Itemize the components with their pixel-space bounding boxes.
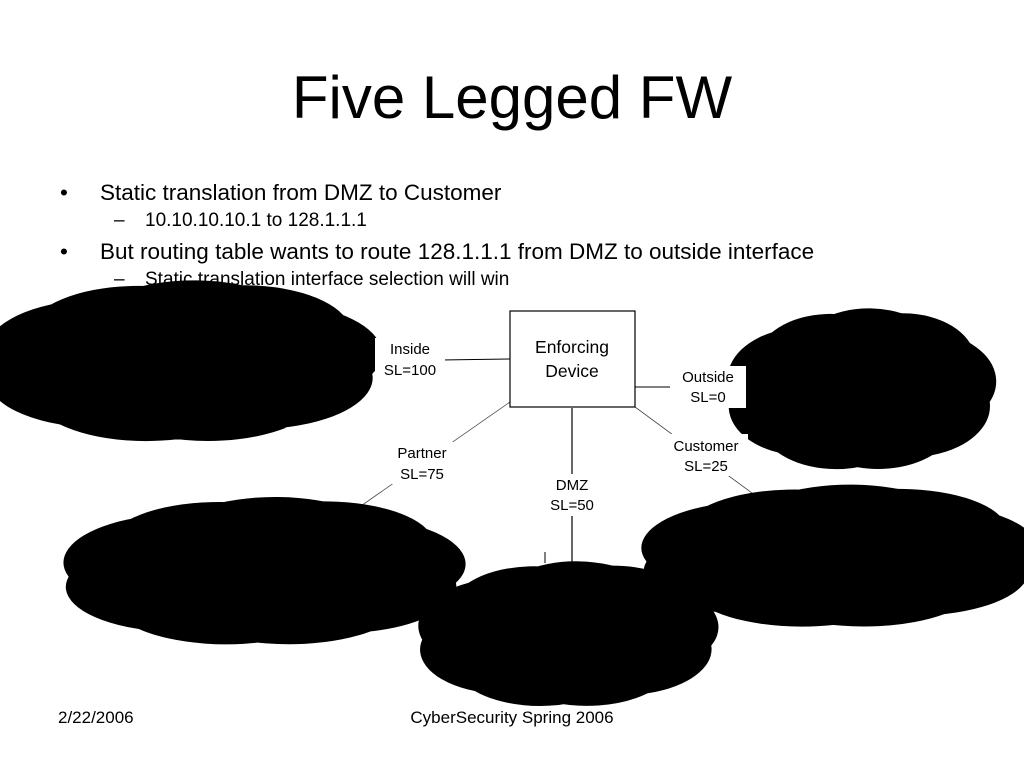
partner-link-name: Partner bbox=[397, 445, 446, 462]
sub-bullet-marker: – bbox=[114, 269, 125, 290]
enforcing-device-label-line2: Device bbox=[545, 361, 599, 381]
bullet-text: Static translation from DMZ to Customer bbox=[100, 180, 502, 205]
dmz-label-bg bbox=[540, 474, 604, 516]
bullet-item: • Static translation from DMZ to Custome… bbox=[56, 178, 996, 208]
bullet-list: • Static translation from DMZ to Custome… bbox=[56, 178, 996, 296]
dmz-network-label: 10.10.10.0/24 bbox=[515, 624, 622, 644]
enforcing-device-label-line1: Enforcing bbox=[535, 337, 609, 357]
bullet-marker: • bbox=[60, 239, 68, 264]
dmz-link-sl: SL=50 bbox=[550, 497, 594, 514]
sub-bullet-marker: – bbox=[114, 210, 125, 231]
enforcing-device-box bbox=[509, 310, 636, 408]
outside-link-sl: SL=0 bbox=[690, 389, 725, 406]
customer-link-name: Customer bbox=[673, 438, 738, 455]
outside-link-name: Outside bbox=[682, 369, 734, 386]
footer-date: 2/22/2006 bbox=[58, 708, 134, 727]
partner-network-label: 10.10.20.0/24 bbox=[214, 560, 321, 580]
bullet-text: But routing table wants to route 128.1.1… bbox=[100, 239, 815, 264]
bullet-item: • But routing table wants to route 128.1… bbox=[56, 237, 996, 267]
internet-label: Internet bbox=[834, 377, 893, 397]
bullet-marker: • bbox=[60, 180, 68, 205]
footer-course: CyberSecurity Spring 2006 bbox=[410, 708, 614, 727]
sub-bullet-item: – 10.10.10.10.1 to 128.1.1.1 bbox=[56, 208, 996, 234]
inside-label-bg bbox=[375, 338, 445, 380]
partner-link-sl: SL=75 bbox=[400, 466, 444, 483]
dmz-link-name: DMZ bbox=[556, 477, 589, 494]
inside-link-name: Inside bbox=[390, 341, 430, 358]
slide-title: Five Legged FW bbox=[291, 64, 733, 131]
customer-label-bg bbox=[664, 434, 748, 476]
customer-network-label: 10.10.30.0/24 bbox=[787, 546, 894, 566]
inside-network-label: 192.168.1.1 bbox=[144, 350, 236, 370]
inside-link-sl: SL=100 bbox=[384, 362, 436, 379]
outside-label-bg bbox=[670, 366, 746, 408]
customer-link-sl: SL=25 bbox=[684, 458, 728, 475]
sub-bullet-text: 10.10.10.10.1 to 128.1.1.1 bbox=[145, 210, 367, 231]
partner-label-bg bbox=[388, 442, 456, 484]
